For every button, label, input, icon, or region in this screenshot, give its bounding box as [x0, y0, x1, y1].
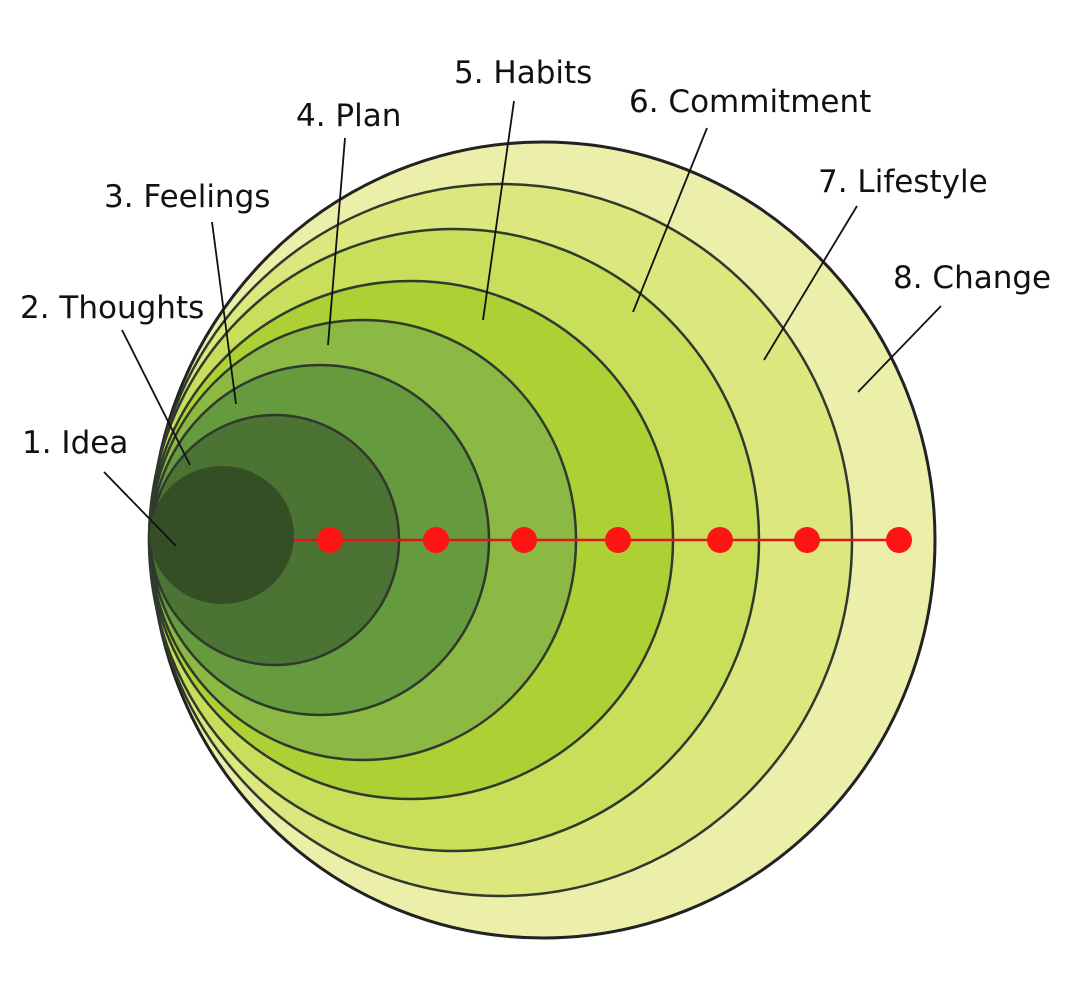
progress-dot-3	[511, 527, 537, 553]
progress-dot-6	[794, 527, 820, 553]
stage-label-1: 1. Idea	[22, 425, 128, 461]
stage-label-7: 7. Lifestyle	[818, 164, 988, 200]
leader-line-8	[857, 305, 942, 393]
stage-label-2: 2. Thoughts	[20, 290, 204, 326]
stage-label-4: 4. Plan	[296, 98, 401, 134]
stage-circle-1	[150, 466, 294, 604]
progress-dot-2	[423, 527, 449, 553]
progress-dot-5	[707, 527, 733, 553]
leader-line-1	[103, 471, 177, 547]
progress-axis	[294, 527, 912, 553]
leader-line-4	[327, 137, 346, 346]
stage-labels: 1. Idea 2. Thoughts 3. Feelings 4. Plan …	[20, 55, 1051, 461]
leader-line-2	[121, 329, 191, 466]
progress-dot-4	[605, 527, 631, 553]
stage-label-5: 5. Habits	[454, 55, 592, 91]
leader-line-7	[763, 205, 858, 361]
stage-label-8: 8. Change	[893, 260, 1051, 296]
leader-line-5	[482, 100, 515, 321]
leader-lines	[103, 100, 942, 547]
progress-dot-1	[317, 527, 343, 553]
leader-line-3	[211, 221, 237, 405]
stage-label-6: 6. Commitment	[629, 84, 871, 120]
progress-dot-7	[886, 527, 912, 553]
stage-label-3: 3. Feelings	[104, 179, 270, 215]
leader-line-6	[632, 127, 708, 313]
